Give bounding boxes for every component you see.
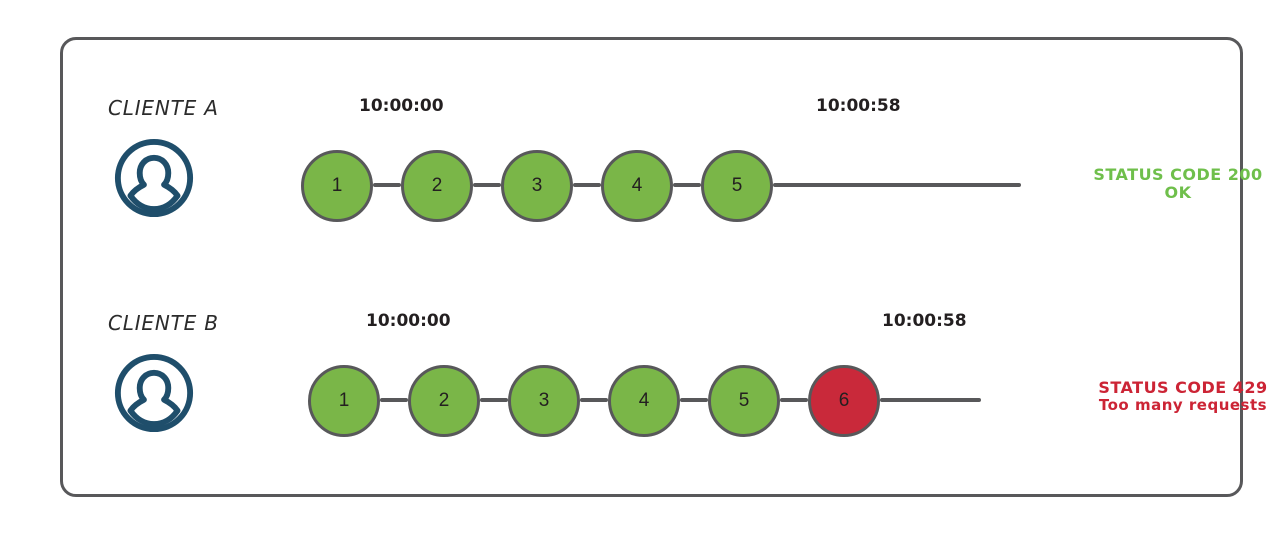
status-code-line: STATUS CODE 429 [1098,378,1268,397]
request-node[interactable]: 1 [301,150,373,222]
request-node[interactable]: 2 [401,150,473,222]
connector [673,183,701,187]
client-lane-b: CLIENTE B 10:00:00 10:00:58 1 2 3 4 5 6 … [63,273,1267,463]
client-b-label: CLIENTE B [108,311,219,335]
lane-b-start-time: 10:00:00 [366,311,451,331]
lane-b-status-badge: STATUS CODE 429 Too many requests [1083,378,1280,415]
connector [780,398,808,402]
request-node[interactable]: 4 [608,365,680,437]
request-node[interactable]: 5 [701,150,773,222]
user-avatar-icon [112,136,196,220]
lane-a-start-time: 10:00:00 [359,96,444,116]
lane-a-result-line [773,183,1021,187]
client-a-label: CLIENTE A [108,96,219,120]
status-text-line: Too many requests [1098,396,1268,415]
connector [573,183,601,187]
connector [680,398,708,402]
request-node[interactable]: 2 [408,365,480,437]
lane-a-status-badge: STATUS CODE 200 OK [1083,165,1273,203]
connector [380,398,408,402]
request-node[interactable]: 1 [308,365,380,437]
lane-b-result-line [880,398,981,402]
request-node[interactable]: 3 [508,365,580,437]
diagram-frame: CLIENTE A 10:00:00 10:00:58 1 2 3 4 5 ST… [60,37,1267,497]
client-lane-a: CLIENTE A 10:00:00 10:00:58 1 2 3 4 5 ST… [63,58,1262,248]
lane-b-end-time: 10:00:58 [882,311,967,331]
connector [373,183,401,187]
request-node[interactable]: 5 [708,365,780,437]
status-code-line: STATUS CODE 200 [1093,165,1263,184]
lane-a-end-time: 10:00:58 [816,96,901,116]
request-node[interactable]: 3 [501,150,573,222]
status-text-line: OK [1164,183,1192,203]
connector [580,398,608,402]
request-node-error[interactable]: 6 [808,365,880,437]
user-avatar-icon [112,351,196,435]
request-node[interactable]: 4 [601,150,673,222]
connector [473,183,501,187]
connector [480,398,508,402]
